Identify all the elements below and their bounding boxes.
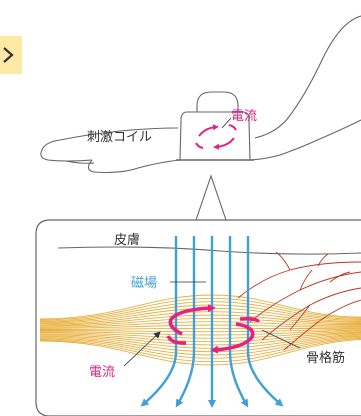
corner-badge[interactable]: [0, 36, 22, 74]
skeletal-muscle-label: 骨格筋: [306, 350, 345, 366]
magnetic-field-label: 磁場: [131, 276, 157, 291]
coil-label: 刺激コイル: [87, 130, 152, 145]
induced-current-label: 電流: [89, 365, 115, 380]
skin-label: 皮膚: [114, 232, 140, 248]
stimulation-coil: [176, 92, 254, 160]
coil-current-label: 電流: [231, 109, 257, 124]
zoom-cone: [196, 176, 226, 220]
